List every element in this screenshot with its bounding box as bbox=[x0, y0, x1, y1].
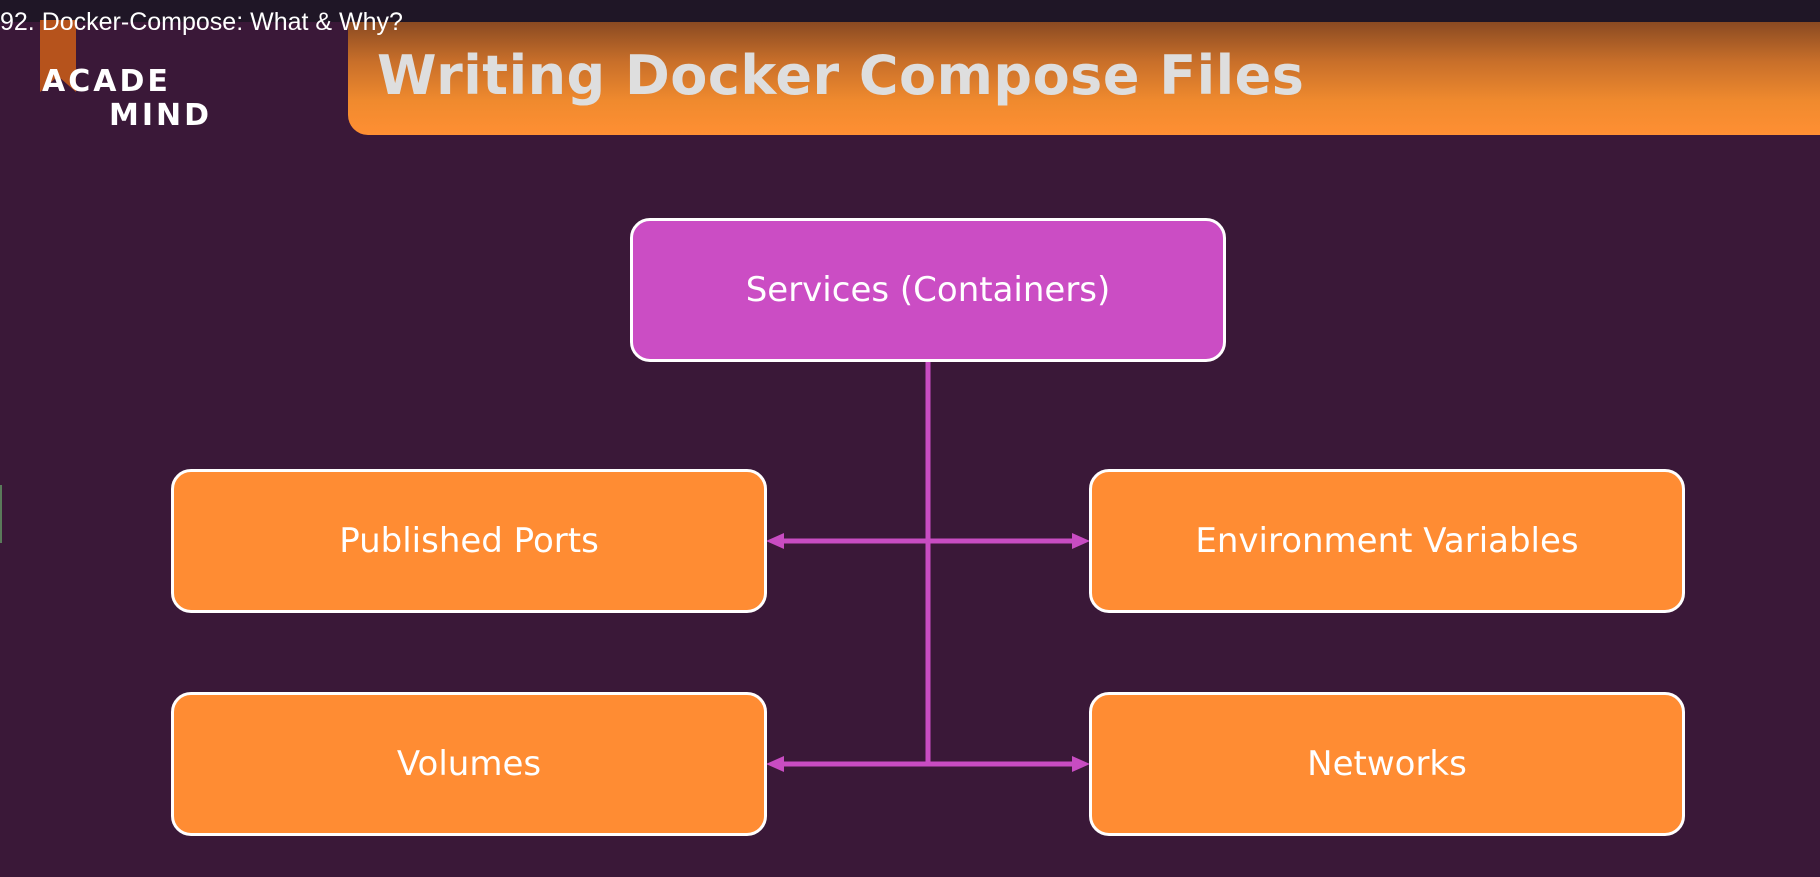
header-banner bbox=[348, 22, 1820, 135]
networks-node: Networks bbox=[1089, 692, 1685, 836]
logo-line-2: MIND bbox=[109, 98, 213, 133]
volumes-node: Volumes bbox=[171, 692, 767, 836]
video-title: 92. Docker-Compose: What & Why? bbox=[0, 8, 403, 36]
environment-variables-node: Environment Variables bbox=[1089, 469, 1685, 613]
top-strip bbox=[0, 0, 1820, 22]
logo-line-1: ACADE bbox=[42, 64, 171, 99]
arrowhead-volumes bbox=[766, 756, 784, 772]
arrowhead-published-ports bbox=[766, 533, 784, 549]
slide-title: Writing Docker Compose Files bbox=[377, 44, 1305, 107]
services-containers-node: Services (Containers) bbox=[630, 218, 1226, 362]
edge-marker bbox=[0, 485, 2, 543]
arrowhead-environment-variables bbox=[1072, 533, 1090, 549]
published-ports-node: Published Ports bbox=[171, 469, 767, 613]
arrowhead-networks bbox=[1072, 756, 1090, 772]
academind-logo: ACADE MIND bbox=[42, 64, 222, 134]
